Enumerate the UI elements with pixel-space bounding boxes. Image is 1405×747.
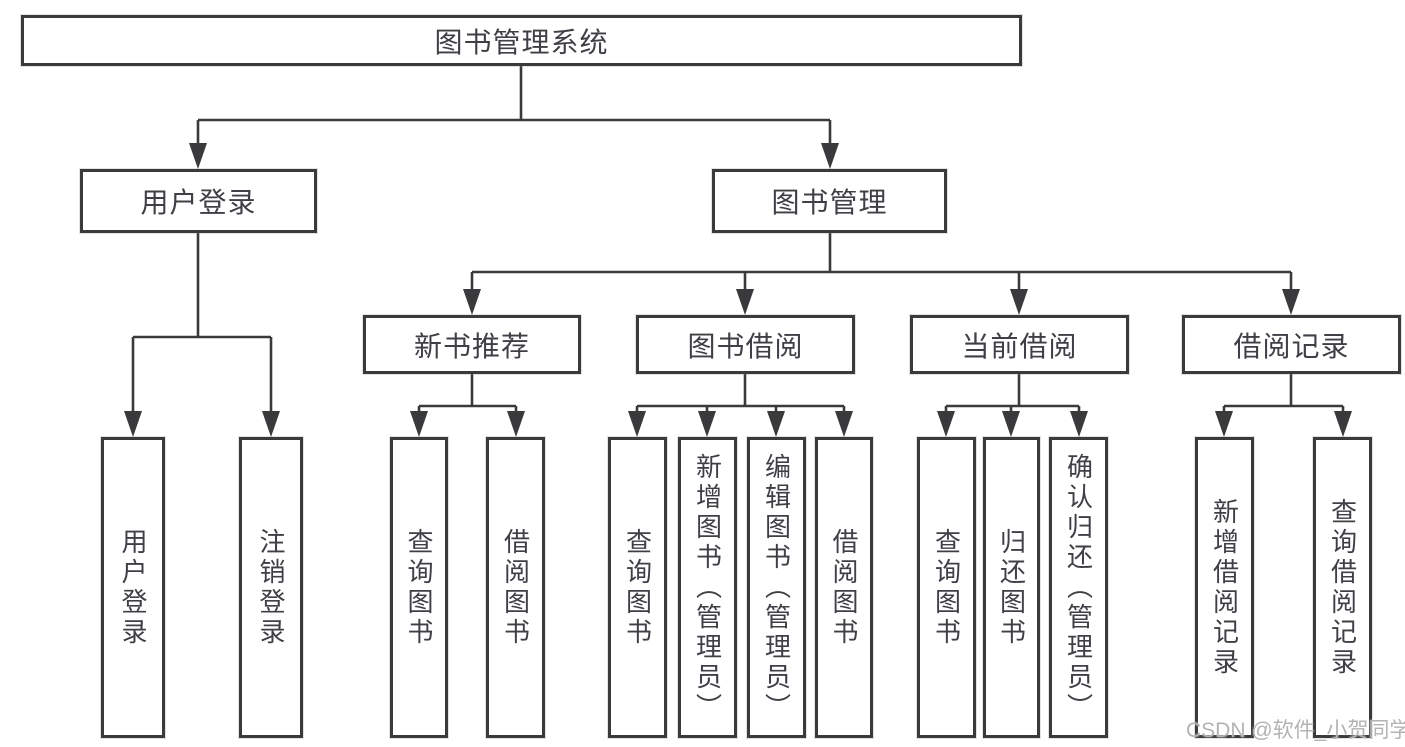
leaf-borrow-add-books-admin-label: 新增图书（管理员） <box>692 452 723 723</box>
node-root: 图书管理系统 <box>21 15 1022 66</box>
leaf-current-confirm-return-admin-label: 确认归还（管理员） <box>1063 452 1094 723</box>
node-current-borrowing-label: 当前借阅 <box>961 330 1078 362</box>
leaf-user-login-label: 用户登录 <box>118 527 148 648</box>
node-user-login-label: 用户登录 <box>140 187 257 218</box>
leaf-current-query-books-label: 查询图书 <box>931 527 962 648</box>
leaf-logout-label: 注销登录 <box>256 527 286 648</box>
leaf-borrow-query-books-label: 查询图书 <box>622 527 653 648</box>
leaf-borrow-edit-books-admin-label: 编辑图书（管理员） <box>761 452 792 723</box>
leaf-rec-borrow-books-label: 借阅图书 <box>500 527 531 648</box>
node-new-book-recommend-label: 新书推荐 <box>413 330 530 362</box>
leaf-records-add-record: 新增借阅记录 <box>1195 437 1254 738</box>
node-borrowing-records: 借阅记录 <box>1182 315 1401 374</box>
leaf-borrow-add-books-admin: 新增图书（管理员） <box>678 437 737 738</box>
node-book-management: 图书管理 <box>712 169 947 233</box>
leaf-borrow-edit-books-admin: 编辑图书（管理员） <box>747 437 806 738</box>
node-new-book-recommend: 新书推荐 <box>363 315 581 374</box>
watermark: CSDN @软件_小贺同学 <box>1186 719 1405 742</box>
leaf-user-login: 用户登录 <box>101 437 165 738</box>
leaf-records-add-record-label: 新增借阅记录 <box>1209 497 1240 678</box>
leaf-current-return-books-label: 归还图书 <box>996 527 1027 648</box>
leaf-logout: 注销登录 <box>239 437 303 738</box>
node-book-management-label: 图书管理 <box>771 187 888 218</box>
leaf-current-confirm-return-admin: 确认归还（管理员） <box>1049 437 1108 738</box>
node-book-borrowing: 图书借阅 <box>636 315 855 374</box>
node-user-login: 用户登录 <box>80 169 317 233</box>
leaf-rec-borrow-books: 借阅图书 <box>486 437 545 738</box>
leaf-rec-query-books-label: 查询图书 <box>404 527 434 648</box>
node-current-borrowing: 当前借阅 <box>910 315 1129 374</box>
leaf-current-query-books: 查询图书 <box>917 437 976 738</box>
node-book-borrowing-label: 图书借阅 <box>687 330 804 362</box>
node-root-label: 图书管理系统 <box>434 26 609 58</box>
leaf-records-query-record: 查询借阅记录 <box>1313 437 1372 738</box>
leaf-rec-query-books: 查询图书 <box>390 437 448 738</box>
leaf-records-query-record-label: 查询借阅记录 <box>1327 497 1358 678</box>
leaf-borrow-borrow-books-label: 借阅图书 <box>829 527 859 648</box>
leaf-borrow-borrow-books: 借阅图书 <box>815 437 873 738</box>
leaf-borrow-query-books: 查询图书 <box>608 437 667 738</box>
leaf-current-return-books: 归还图书 <box>983 437 1040 738</box>
node-borrowing-records-label: 借阅记录 <box>1233 330 1350 362</box>
